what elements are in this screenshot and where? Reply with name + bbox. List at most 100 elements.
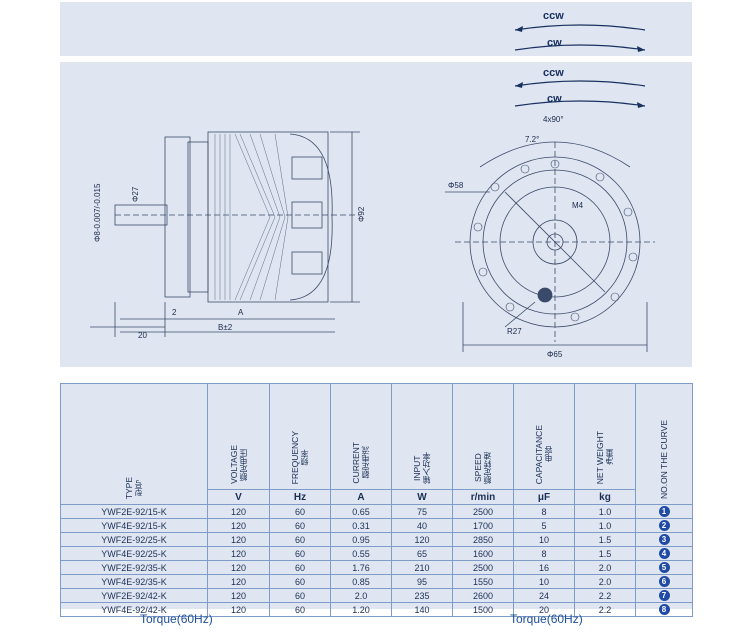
table-cell: 95: [391, 574, 453, 589]
cw-arrow: [514, 100, 646, 107]
column-header-en: TYPE: [124, 476, 134, 499]
dim-b: B±2: [218, 323, 233, 332]
column-header-en: INPUT: [412, 455, 422, 481]
table-cell: YWF2E-92/35-K: [60, 560, 208, 575]
body-fins: [214, 133, 289, 301]
table-cell: 65: [391, 546, 453, 561]
column-unit: W: [391, 489, 453, 505]
dim-hub-dia: Φ27: [131, 186, 140, 202]
front-view: [445, 141, 655, 352]
table-cell: 10: [513, 532, 575, 547]
table-cell: 8: [513, 504, 575, 519]
column-header-en: SPEED: [473, 453, 483, 483]
table-cell: 0.85: [330, 574, 392, 589]
table-cell: 8: [513, 546, 575, 561]
ccw-label: ccw: [543, 67, 564, 79]
rear-housing: [289, 133, 333, 301]
cw-arrowhead-top: [637, 46, 645, 52]
rear-window-1: [291, 156, 323, 180]
table-cell: 5: [635, 560, 693, 575]
table-cell: YWF2E-92/42-K: [60, 588, 208, 603]
table-cell: 16: [513, 560, 575, 575]
table-cell: 2600: [452, 588, 514, 603]
technical-drawing-panel: ccw cw: [60, 62, 692, 367]
curve-number-badge: 1: [658, 506, 670, 517]
table-cell: 120: [207, 560, 270, 575]
table-cell: 75: [391, 504, 453, 519]
table-cell: 120: [207, 518, 270, 533]
table-cell: 60: [269, 504, 331, 519]
table-cell: 210: [391, 560, 453, 575]
curve-number-badge: 3: [658, 534, 670, 545]
hub: [187, 141, 209, 293]
table-cell: 6: [635, 574, 693, 589]
dim-a: A: [238, 308, 244, 317]
dim-thread: M4: [572, 201, 584, 210]
table-cell: 2.0: [574, 574, 636, 589]
table-cell: 2.0: [330, 588, 392, 603]
dim-radius: R27: [507, 327, 522, 336]
table-cell: 10: [513, 574, 575, 589]
rotation-arrows-top: ccw cw: [514, 10, 646, 52]
table-cell: YWF4E-92/15-K: [60, 518, 208, 533]
curve-number-badge: 6: [658, 576, 670, 587]
column-unit: A: [330, 489, 392, 505]
shaft: [114, 204, 168, 226]
column-header-cn: 额定电流: [361, 447, 370, 480]
table-cell: 0.95: [330, 532, 392, 547]
table-cell: YWF2E-92/25-K: [60, 532, 208, 547]
table-cell: 1700: [452, 518, 514, 533]
table-cell: 120: [207, 504, 270, 519]
table-cell: 120: [207, 588, 270, 603]
table-cell: 2.0: [574, 560, 636, 575]
table-cell: 120: [207, 574, 270, 589]
table-cell: 60: [269, 518, 331, 533]
table-cell: 1.0: [574, 518, 636, 533]
motor-drawing: ccw cw: [90, 67, 655, 359]
table-cell: 60: [269, 588, 331, 603]
cw-arrowhead: [637, 102, 645, 108]
curve-number-badge: 7: [658, 590, 670, 601]
column-header-cn: 电容: [544, 446, 553, 463]
table-cell: 1.5: [574, 532, 636, 547]
dim-shaft-dia: Φ8-0.007/-0.015: [93, 183, 102, 242]
table-cell: 0.65: [330, 504, 392, 519]
table-cell: 4: [635, 546, 693, 561]
table-cell: 60: [269, 574, 331, 589]
front-bolt-holes: [473, 159, 638, 322]
rotation-panel: ccw cw: [60, 2, 692, 56]
column-header-en: NO.ON THE CURVE: [659, 419, 669, 499]
column-header-en: CAPACITANCE: [534, 424, 544, 484]
rear-window-2: [291, 201, 323, 229]
rear-window-3: [291, 251, 323, 275]
column-header: NO.ON THE CURVE: [635, 383, 693, 505]
table-cell: 120: [207, 532, 270, 547]
ccw-arrow: [514, 80, 646, 87]
table-cell: 3: [635, 532, 693, 547]
table-cell: 2: [635, 518, 693, 533]
column-header-cn: 净重: [605, 449, 614, 466]
column-unit: Hz: [269, 489, 331, 505]
column-header-en: CURRENT: [351, 442, 361, 484]
table-cell: 1.76: [330, 560, 392, 575]
column-unit: μF: [513, 489, 575, 505]
table-cell: YWF2E-92/15-K: [60, 504, 208, 519]
curve-number-badge: 5: [658, 562, 670, 573]
cw-arrow-top: [514, 44, 646, 51]
table-cell: 2.2: [574, 602, 636, 617]
